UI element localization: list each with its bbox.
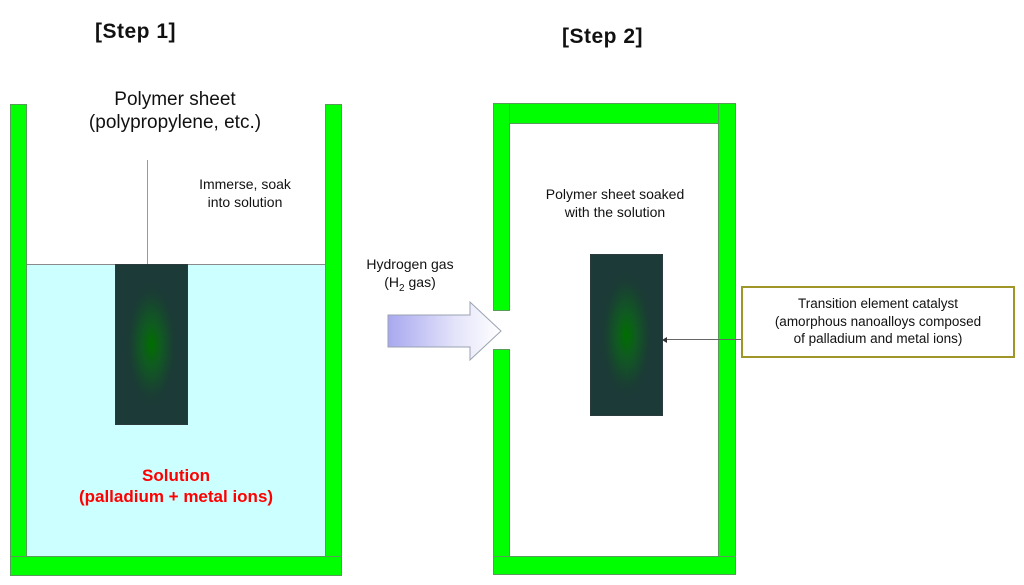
hydrogen-gas-label-line2: (H2 gas) bbox=[355, 273, 465, 295]
h2-subscript: 2 bbox=[399, 282, 405, 294]
immerse-label-line1: Immerse, soak bbox=[199, 176, 291, 192]
solution-label-line1: Solution bbox=[142, 466, 210, 485]
polymer-sheet-label-line2: (polypropylene, etc.) bbox=[88, 111, 262, 133]
polymer-sheet-label: Polymer sheet (polypropylene, etc.) bbox=[60, 89, 290, 135]
solution-label-line2: (palladium + metal ions) bbox=[78, 487, 274, 507]
hanging-string bbox=[147, 160, 148, 264]
immerse-label-line2: into solution bbox=[207, 194, 283, 211]
hydrogen-gas-label: Hydrogen gas (H2 gas) bbox=[355, 255, 465, 295]
soaked-sheet-label-line2: with the solution bbox=[564, 204, 666, 221]
catalyst-callout-line2: (amorphous nanoalloys composed bbox=[774, 313, 982, 329]
h2-prefix: (H bbox=[384, 274, 400, 291]
h2-suffix: gas) bbox=[404, 274, 436, 291]
chamber-top-wall bbox=[493, 103, 736, 124]
container-right-wall bbox=[325, 104, 342, 576]
polymer-sheet-soaked bbox=[590, 254, 663, 416]
hydrogen-arrow-icon bbox=[387, 300, 502, 362]
catalyst-callout-line1: Transition element catalyst bbox=[797, 296, 959, 311]
soaked-sheet-label-line1: Polymer sheet soaked bbox=[545, 186, 685, 202]
catalyst-callout-box: Transition element catalyst (amorphous n… bbox=[741, 286, 1015, 358]
callout-pointer-arrowhead-icon bbox=[662, 337, 667, 343]
polymer-sheet-immersed bbox=[115, 264, 188, 425]
soaked-sheet-label: Polymer sheet soaked with the solution bbox=[520, 185, 710, 221]
chamber-left-wall-upper bbox=[493, 103, 510, 311]
step2-title: [Step 2] bbox=[562, 25, 644, 48]
chamber-bottom-wall bbox=[493, 556, 736, 575]
callout-pointer-line bbox=[665, 339, 741, 340]
chamber-left-wall-lower bbox=[493, 349, 510, 575]
step1-title: [Step 1] bbox=[95, 20, 177, 43]
catalyst-callout-line3: of palladium and metal ions) bbox=[793, 331, 963, 347]
polymer-sheet-label-line1: Polymer sheet bbox=[114, 89, 236, 110]
container-left-wall bbox=[10, 104, 27, 576]
container-bottom-wall bbox=[10, 556, 342, 576]
immerse-label: Immerse, soak into solution bbox=[185, 175, 305, 211]
solution-label: Solution (palladium + metal ions) bbox=[26, 465, 326, 508]
hydrogen-gas-label-line1: Hydrogen gas bbox=[366, 256, 454, 272]
